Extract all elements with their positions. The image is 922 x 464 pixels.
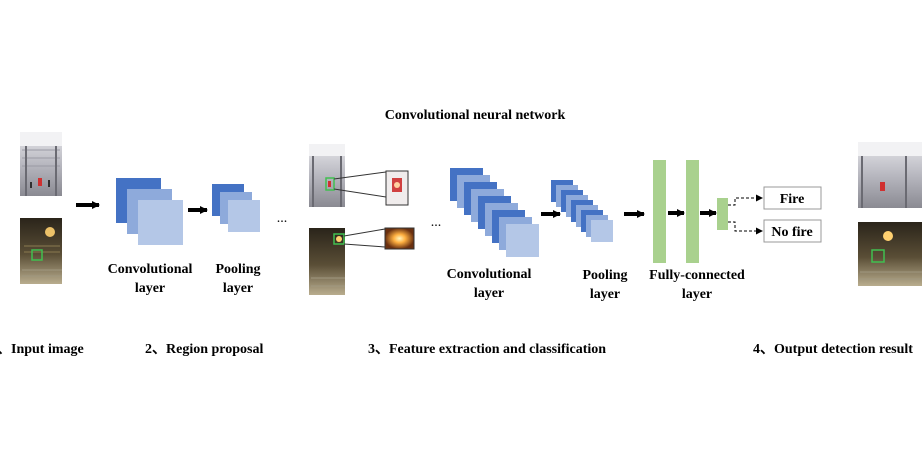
zoom-line-bottom-2	[343, 243, 386, 248]
pool-layer-label-2b: layer	[590, 287, 620, 302]
conv-layer-label-1b: layer	[135, 281, 165, 296]
pool-layer-label-1a: Pooling	[215, 262, 260, 277]
conv-layer-label-1a: Convolutional	[108, 262, 193, 277]
pool-layer-label-1b: layer	[223, 281, 253, 296]
stage-caption-input: 、Input image	[0, 342, 84, 357]
pool-layer-stack-1	[212, 184, 260, 232]
ellipsis-1: ...	[277, 211, 288, 226]
conv-layer-stack-1	[116, 178, 183, 245]
ellipsis-2: ...	[431, 215, 442, 230]
zoom-line-bottom-1	[343, 228, 386, 237]
stage-caption-feature: 3、Feature extraction and classification	[368, 342, 606, 357]
conv-layer-label-2b: layer	[474, 286, 504, 301]
fc-bar-2	[686, 160, 699, 263]
conv-layer-label-2a: Convolutional	[447, 267, 532, 282]
output-fire-label: Fire	[780, 192, 805, 207]
zoom-line-top-1	[333, 171, 387, 180]
fc-layer-label-a: Fully-connected	[649, 268, 745, 283]
proposal-image-night	[309, 228, 345, 295]
diagram-title: Convolutional neural network	[385, 108, 566, 123]
output-image-mall	[858, 142, 922, 208]
conv-layer-stack-2	[450, 168, 539, 257]
fc-layer-label-b: layer	[682, 287, 712, 302]
input-image-mall	[20, 132, 62, 196]
proposal-crop-fire-1	[385, 170, 409, 206]
fc-bar-1	[653, 160, 666, 263]
proposal-crop-fire-2	[384, 227, 415, 250]
input-image-night	[20, 218, 62, 284]
output-box-no-fire: No fire	[763, 219, 822, 243]
stage-caption-region: 2、Region proposal	[145, 342, 263, 357]
dashed-arrow-fire	[728, 194, 763, 206]
proposal-image-mall	[309, 144, 345, 207]
stage-caption-output: 4、Output detection result	[753, 342, 913, 357]
pool-layer-label-2a: Pooling	[582, 268, 627, 283]
output-no-fire-label: No fire	[771, 225, 812, 240]
output-box-fire: Fire	[763, 186, 822, 210]
dashed-arrow-no-fire	[728, 221, 763, 235]
zoom-line-top-2	[333, 188, 387, 198]
fc-output-node	[717, 198, 728, 230]
pool-layer-stack-2	[551, 180, 613, 242]
output-image-night	[858, 222, 922, 286]
